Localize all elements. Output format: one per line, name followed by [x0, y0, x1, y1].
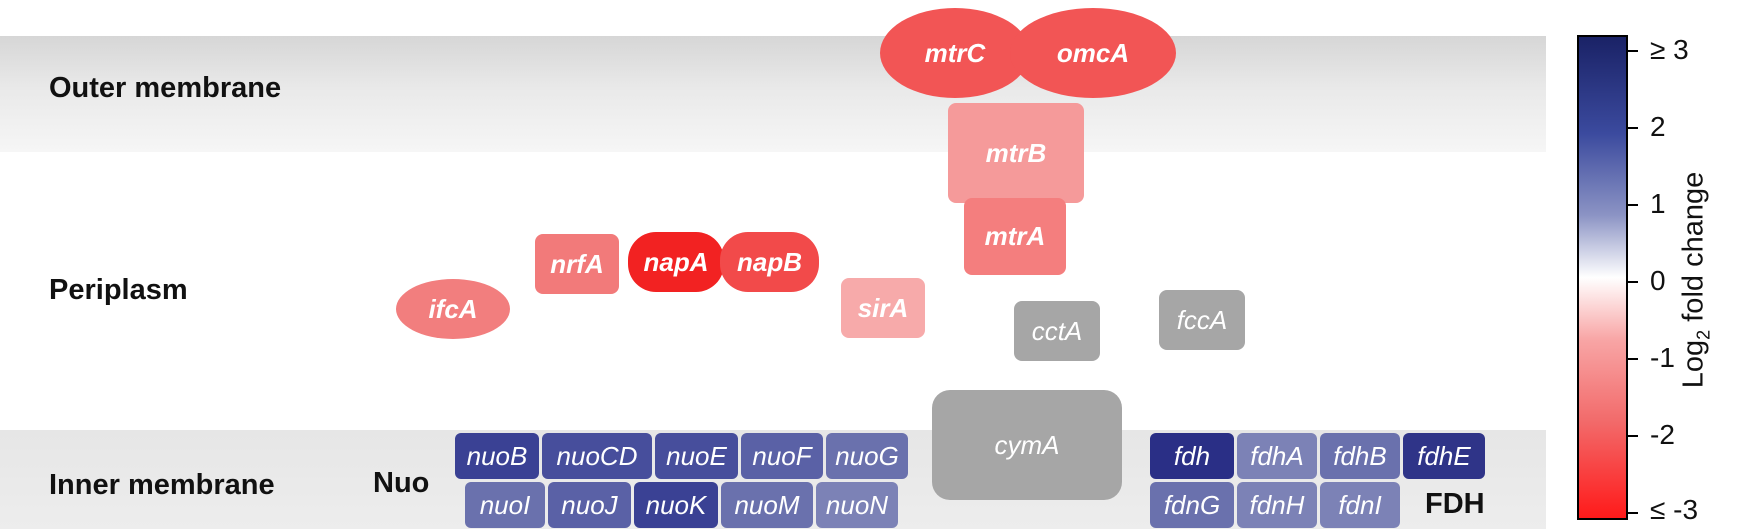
nuoCD-node: nuoCD: [542, 433, 652, 479]
napA-node: napA: [628, 232, 724, 292]
sirA-node: sirA: [841, 278, 925, 338]
fdnH-label: fdnH: [1249, 489, 1305, 520]
fdhA-label: fdhA: [1250, 440, 1304, 471]
cymA-label: cymA: [994, 429, 1060, 460]
scale-tick-label: -2: [1650, 419, 1675, 450]
periplasm-label: Periplasm: [49, 274, 188, 306]
scale-tick: [1628, 358, 1638, 360]
scale-tick: [1628, 435, 1638, 437]
scale-tick: [1628, 50, 1638, 52]
scale-tick: [1628, 204, 1638, 206]
fdnG-node: fdnG: [1150, 482, 1234, 528]
mtrA-label: mtrA: [984, 221, 1046, 251]
axis-title-subscript: 2: [1693, 329, 1714, 340]
nuoB-label: nuoB: [466, 440, 528, 471]
scale-tick-label: ≥ 3: [1650, 34, 1689, 65]
cctA-label: cctA: [1031, 315, 1083, 346]
fold-change-color-scale: [1577, 35, 1628, 520]
nuoG-label: nuoG: [835, 440, 899, 471]
inner-membrane-label: Inner membrane: [49, 469, 275, 501]
nrfA-node: nrfA: [535, 234, 619, 294]
nuoJ-node: nuoJ: [548, 482, 631, 528]
nuoM-node: nuoM: [721, 482, 813, 528]
scale-axis-title: Log2 fold change: [1678, 172, 1715, 388]
mtrA-node: mtrA: [964, 198, 1066, 275]
scale-tick: [1628, 512, 1638, 514]
fdhA-node: fdhA: [1237, 433, 1317, 479]
nuoE-label: nuoE: [666, 440, 727, 471]
axis-title-suffix: fold change: [1677, 171, 1710, 330]
sirA-label: sirA: [857, 292, 909, 323]
outer-membrane-label: Outer membrane: [49, 72, 282, 104]
nuoF-node: nuoF: [741, 433, 823, 479]
omcA-label: omcA: [1056, 37, 1130, 68]
nuoB-node: nuoB: [455, 433, 539, 479]
outer-membrane-band: [0, 36, 1546, 152]
nuoJ-label: nuoJ: [561, 489, 618, 520]
scale-tick-label: ≤ -3: [1650, 494, 1699, 525]
napB-node: napB: [720, 232, 819, 292]
nuoM-label: nuoM: [734, 489, 800, 520]
mtrC-node: mtrC: [880, 8, 1030, 98]
scale-tick-label: -1: [1650, 342, 1675, 373]
scale-tick: [1628, 127, 1638, 129]
nuoG-node: nuoG: [826, 433, 908, 479]
ifcA-node: ifcA: [396, 279, 510, 339]
scale-tick-label: 0: [1650, 265, 1666, 296]
ifcA-label: ifcA: [428, 293, 478, 324]
cctA-node: cctA: [1014, 301, 1100, 361]
nrfA-label: nrfA: [550, 248, 604, 279]
fccA-label: fccA: [1176, 304, 1228, 335]
nuoF-label: nuoF: [752, 440, 812, 471]
mtrB-label: mtrB: [985, 137, 1047, 168]
fccA-node: fccA: [1159, 290, 1245, 350]
nuoI-node: nuoI: [465, 482, 545, 528]
scale-tick: [1628, 281, 1638, 283]
fdhE-node: fdhE: [1403, 433, 1485, 479]
nuoN-node: nuoN: [816, 482, 898, 528]
mtrC-label: mtrC: [924, 37, 986, 68]
fdhE-label: fdhE: [1417, 440, 1471, 471]
napB-label: napB: [737, 246, 802, 277]
nuoN-label: nuoN: [825, 489, 889, 520]
fdh-label: fdh: [1173, 440, 1211, 471]
scale-tick-label: 1: [1650, 188, 1666, 219]
fdnG-label: fdnG: [1163, 489, 1221, 520]
nuoI-label: nuoI: [479, 489, 531, 520]
cymA-node: cymA: [932, 390, 1122, 500]
fdh-node: fdh: [1150, 433, 1234, 479]
nuo-group-label: Nuo: [373, 467, 430, 499]
fdnH-node: fdnH: [1237, 482, 1317, 528]
napA-label: napA: [643, 246, 709, 277]
axis-title-prefix: Log: [1677, 339, 1710, 389]
nuoK-node: nuoK: [634, 482, 718, 528]
fdhB-node: fdhB: [1320, 433, 1400, 479]
fdh-group-label: FDH: [1425, 488, 1485, 520]
nuoK-label: nuoK: [645, 489, 707, 520]
fdhB-label: fdhB: [1333, 440, 1387, 471]
fdnI-label: fdnI: [1338, 489, 1382, 520]
fdnI-node: fdnI: [1320, 482, 1400, 528]
nuoE-node: nuoE: [655, 433, 738, 479]
nuoCD-label: nuoCD: [556, 440, 638, 471]
scale-tick-label: 2: [1650, 111, 1666, 142]
omcA-node: omcA: [1010, 8, 1176, 98]
mtrB-node: mtrB: [948, 103, 1084, 203]
